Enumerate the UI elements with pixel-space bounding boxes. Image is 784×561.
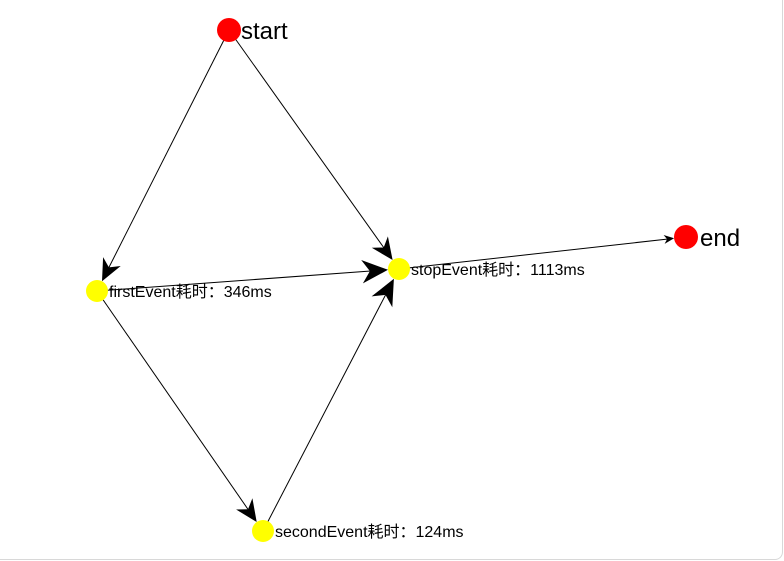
node-end[interactable] <box>674 225 698 249</box>
node-label-stopEvent: stopEvent耗时：1113ms <box>411 261 585 279</box>
edge-start-to-firstEvent <box>107 29 230 270</box>
node-stopEvent[interactable] <box>388 258 410 280</box>
arrowhead-firstEvent-to-secondEvent <box>236 498 257 522</box>
arrowhead-firstEvent-to-stopEvent <box>361 260 388 284</box>
arrowhead-start-to-stopEvent <box>371 236 393 260</box>
node-start[interactable] <box>217 18 241 42</box>
node-label-secondEvent: secondEvent耗时：124ms <box>275 523 464 541</box>
edge-secondEvent-to-stopEvent <box>262 292 388 532</box>
node-secondEvent[interactable] <box>252 520 274 542</box>
edge-start-to-stopEvent <box>228 29 386 250</box>
arrowhead-stopEvent-to-end <box>663 235 675 244</box>
node-label-end: end <box>700 225 740 252</box>
edge-stopEvent-to-end <box>398 238 669 270</box>
node-label-firstEvent: firstEvent耗时：346ms <box>109 283 272 301</box>
graph-nodes: start stopEvent耗时：1113ms end firstEvent耗时：3… <box>86 18 740 542</box>
node-label-start: start <box>241 18 288 45</box>
graph-edges <box>96 29 675 532</box>
node-firstEvent[interactable] <box>86 280 108 302</box>
arrowhead-start-to-firstEvent <box>102 257 121 282</box>
edge-firstEvent-to-stopEvent <box>96 270 373 292</box>
arrowhead-secondEvent-to-stopEvent <box>371 278 394 308</box>
edge-firstEvent-to-secondEvent <box>96 290 250 512</box>
